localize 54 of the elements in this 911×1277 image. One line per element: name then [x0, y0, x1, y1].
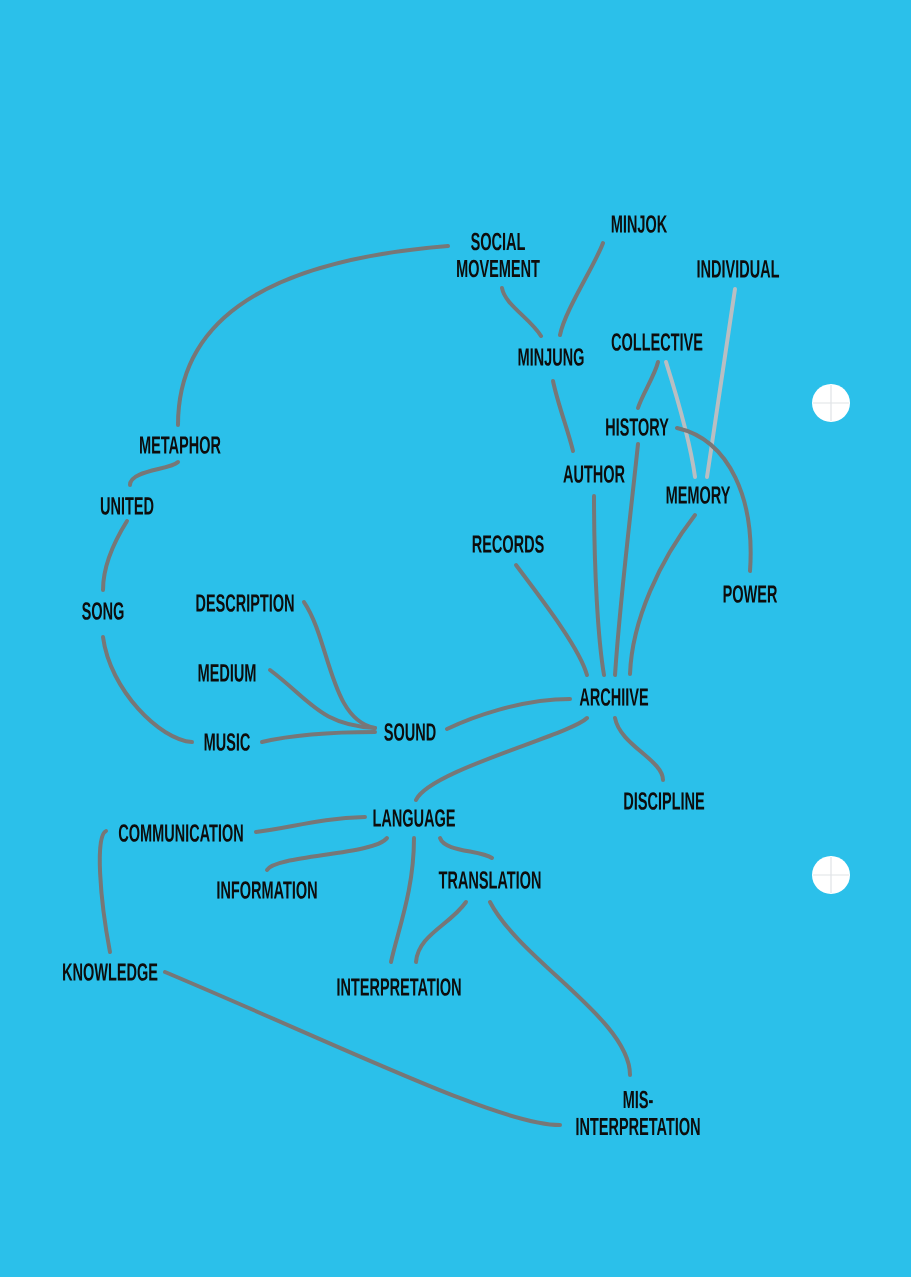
connector-line — [414, 716, 589, 802]
connector-line — [445, 697, 572, 731]
connector-line — [664, 360, 697, 479]
connector-line — [705, 287, 737, 479]
concept-label: UNITED — [100, 497, 154, 515]
connector-line — [101, 519, 129, 592]
connector-line — [636, 360, 660, 410]
connector-line — [613, 442, 640, 677]
connector-line — [613, 716, 665, 782]
connector-line — [265, 836, 389, 872]
concept-label: INDIVIDUAL — [697, 260, 780, 278]
connector-line — [389, 836, 416, 964]
concept-label: TRANSLATION — [438, 871, 541, 889]
concept-label: ARCHIIVE — [579, 688, 649, 706]
concept-label: COLLECTIVE — [611, 333, 703, 351]
concept-label: INFORMATION — [217, 881, 317, 899]
concept-label: MIS- INTERPRETATION — [576, 1090, 700, 1136]
concept-label: MINJUNG — [518, 348, 584, 366]
connector-line — [438, 836, 494, 860]
concept-label: MEMORY — [666, 486, 731, 504]
concept-label: MEDIUM — [198, 664, 256, 682]
connector-line — [592, 494, 606, 677]
connector-line — [500, 286, 543, 338]
connector-line — [97, 829, 112, 954]
connector-line — [254, 815, 367, 834]
concept-label: KNOWLEDGE — [63, 963, 158, 981]
concept-label: AUTHOR — [563, 465, 625, 483]
concept-label: DISCIPLINE — [624, 792, 705, 810]
concept-label: LANGUAGE — [373, 809, 455, 827]
concept-label: HISTORY — [606, 418, 669, 436]
concept-label: SOUND — [384, 723, 436, 741]
connector-line — [551, 379, 575, 453]
concept-label: MUSIC — [204, 733, 250, 751]
concept-label: INTERPRETATION — [337, 978, 461, 996]
concept-label: DESCRIPTION — [196, 594, 294, 612]
concept-label: SOCIAL MOVEMENT — [457, 232, 540, 278]
connector-line — [101, 635, 194, 744]
connector-line — [628, 513, 697, 676]
connector-line — [176, 244, 450, 427]
concept-label: METAPHOR — [140, 436, 221, 454]
concept-label: POWER — [723, 585, 778, 603]
connector-line — [675, 426, 753, 573]
connector-line — [414, 900, 468, 964]
concept-label: MINJOK — [611, 215, 668, 233]
concept-label: RECORDS — [472, 535, 544, 553]
concept-label: COMMUNICATION — [118, 824, 243, 842]
connector-line — [128, 460, 180, 487]
connector-line — [558, 241, 605, 337]
connector-line — [260, 730, 377, 744]
connector-line — [268, 668, 377, 730]
connector-line — [514, 563, 589, 677]
connector-line — [163, 970, 562, 1127]
concept-label: SONG — [82, 602, 124, 620]
connector-line — [488, 900, 632, 1077]
